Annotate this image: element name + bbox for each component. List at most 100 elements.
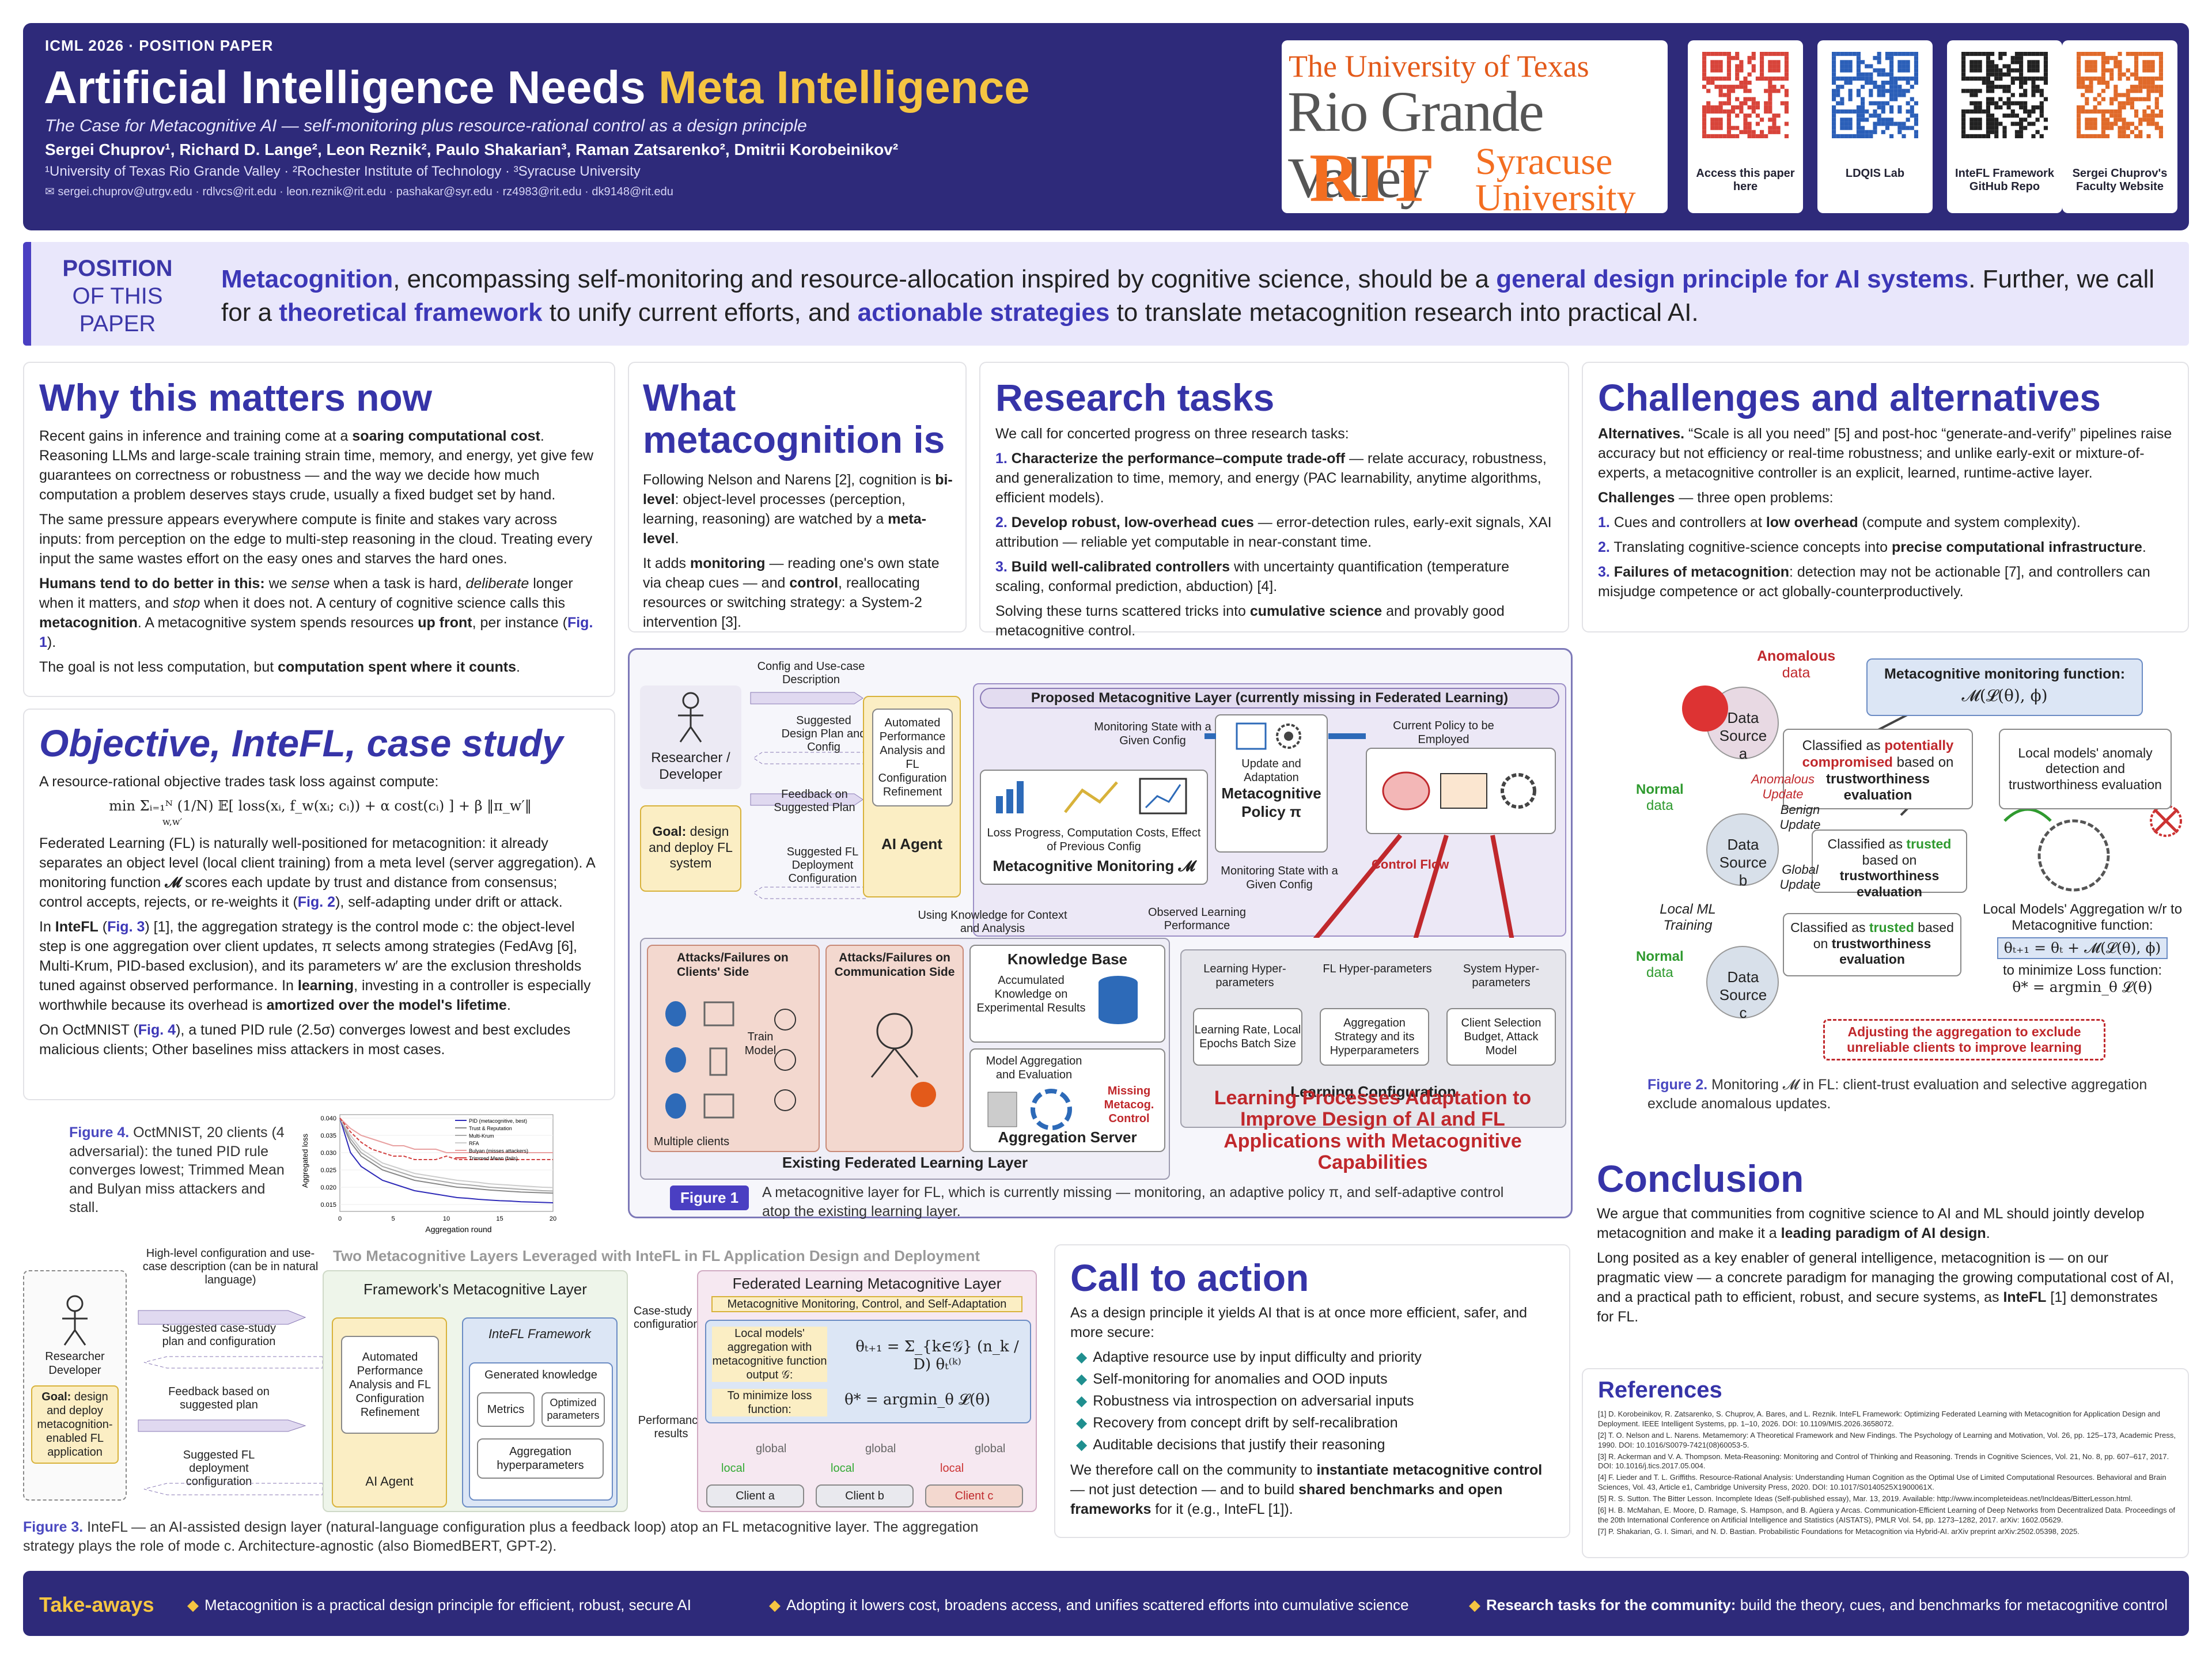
- hl-config-label: High-level configuration and use-case de…: [142, 1247, 319, 1286]
- why-fig1-link[interactable]: Fig. 1: [39, 615, 593, 650]
- cta-item-text: Adaptive resource use by input difficult…: [1093, 1349, 1422, 1365]
- qr-module: [2154, 101, 2159, 105]
- qr-module: [1974, 126, 1978, 130]
- qr-module: [1832, 81, 1836, 85]
- obj-p3a: On OctMNIST (: [39, 1022, 138, 1039]
- qr-module: [1852, 76, 1857, 81]
- fig3-caption-text: InteFL — an AI-assisted design layer (na…: [23, 1519, 979, 1554]
- qr-module: [1832, 56, 1836, 60]
- obj-fig4-link[interactable]: Fig. 4: [138, 1022, 176, 1039]
- qr-module: [2097, 101, 2101, 105]
- qr-module: [1852, 109, 1857, 114]
- qr-module: [1751, 130, 1756, 134]
- qr-module: [1747, 89, 1752, 93]
- qr-module: [2014, 122, 2019, 126]
- aggst-box: Aggregation Strategy and its Hyperparame…: [1320, 1008, 1429, 1066]
- qr-module: [1768, 101, 1772, 105]
- ch3-num: 3.: [1598, 564, 1610, 580]
- qr-module: [1969, 89, 1974, 93]
- qr-module: [1726, 118, 1731, 122]
- qr-module: [2101, 118, 2105, 122]
- knowledge-base-box: Knowledge Base Accumulated Knowledge on …: [969, 945, 1165, 1043]
- qr-module: [2134, 60, 2139, 65]
- qr-module: [1885, 101, 1889, 105]
- qr-module: [2089, 89, 2093, 93]
- qr-module: [2043, 60, 2048, 65]
- goal-label: Goal:: [652, 824, 687, 839]
- qr-module: [1784, 105, 1789, 109]
- qr-module: [2002, 126, 2007, 130]
- qr-module: [1735, 56, 1740, 60]
- qr-module: [2023, 76, 2028, 81]
- qr-module: [2105, 109, 2110, 114]
- qr-module: [1865, 81, 1869, 85]
- qr-module: [1726, 72, 1731, 77]
- y-tick-label: 0.040: [320, 1115, 336, 1122]
- qr-lab[interactable]: LDQIS Lab: [1817, 40, 1933, 213]
- position-label-2: OF THIS: [72, 283, 163, 309]
- qr-module: [1889, 93, 1894, 97]
- qr-module: [1747, 122, 1752, 126]
- qr-module: [2006, 85, 2011, 89]
- qr-module: [1881, 109, 1885, 114]
- rit-logo: RIT: [1309, 139, 1433, 213]
- cta-title: Call to action: [1070, 1256, 1309, 1299]
- qr-module: [1852, 134, 1857, 138]
- qr-module: [1856, 126, 1861, 130]
- qr-module: [1784, 56, 1789, 60]
- qr-module: [1914, 72, 1918, 77]
- qr-module: [2027, 113, 2032, 118]
- x-tick-label: 20: [550, 1215, 556, 1222]
- qr-module: [2113, 113, 2118, 118]
- fig3-goal: Goal: design and deploy metacognition-en…: [31, 1385, 119, 1464]
- obj-fig2-link[interactable]: Fig. 2: [297, 894, 336, 911]
- qr-module: [1832, 89, 1836, 93]
- obj-p2i: .: [506, 997, 511, 1014]
- qr-module: [1990, 118, 1995, 122]
- qr-module: [1764, 101, 1768, 105]
- obj-p1b: 𝓜: [165, 874, 181, 891]
- qr-module: [1848, 89, 1853, 93]
- series-line: [339, 1118, 553, 1153]
- qr-module: [1961, 68, 1966, 73]
- qr-module: [2138, 134, 2143, 138]
- min-eq: θ* = argmin_θ 𝓛(θ): [844, 1391, 991, 1408]
- qr-module: [2101, 109, 2105, 114]
- qr-module: [1743, 81, 1748, 85]
- qr-module: [1702, 105, 1707, 109]
- qr-module: [1772, 68, 1777, 73]
- qr-module: [2077, 109, 2081, 114]
- qr-module: [1978, 76, 1982, 81]
- obj-fig3-link[interactable]: Fig. 3: [107, 919, 145, 935]
- x-tick-label: 0: [338, 1215, 342, 1222]
- qr-module: [2019, 68, 2024, 73]
- qr-module: [2130, 130, 2134, 134]
- qr-module: [1982, 134, 1986, 138]
- why-p4a: The goal is not less computation, but: [39, 659, 278, 675]
- qr-module: [1844, 126, 1849, 130]
- qr-github[interactable]: InteFL Framework GitHub Repo: [1947, 40, 2062, 213]
- qr-module: [1702, 76, 1707, 81]
- qr-module: [2113, 60, 2118, 65]
- qr-module: [2134, 85, 2139, 89]
- qr-module: [2158, 68, 2163, 73]
- qr-module: [2085, 126, 2089, 130]
- qr-module: [2085, 76, 2089, 81]
- qr-faculty[interactable]: Sergei Chuprov's Faculty Website: [2062, 40, 2177, 213]
- qr-module: [1702, 109, 1707, 114]
- ch1-c: (compute and system complexity).: [1858, 514, 2081, 531]
- local-label-a: local: [721, 1462, 745, 1475]
- qr-paper[interactable]: Access this paper here: [1688, 40, 1803, 213]
- qr-module: [2105, 68, 2110, 73]
- lhp-label: Learning Hyper-parameters: [1203, 963, 1286, 989]
- references-list: [1] D. Korobeinikov, R. Zatsarenko, S. C…: [1598, 1410, 2176, 1539]
- qr-module: [1726, 52, 1731, 56]
- rt1-num: 1.: [995, 450, 1007, 467]
- qr-module: [2010, 60, 2015, 65]
- qr-module: [1986, 134, 1990, 138]
- qr-module: [1897, 76, 1902, 81]
- qr-module: [1873, 56, 1877, 60]
- agg-server-label: Aggregation Server: [998, 1128, 1137, 1146]
- qr-module: [1722, 93, 1727, 97]
- qr-module: [1881, 130, 1885, 134]
